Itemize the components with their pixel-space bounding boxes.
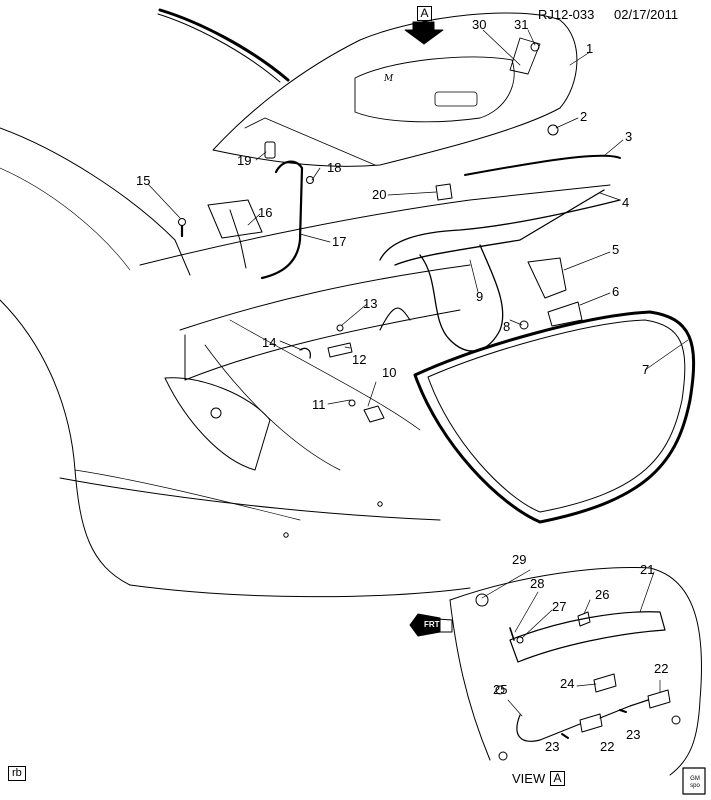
bracket-10 — [363, 405, 385, 423]
rear-quarter-contour — [0, 299, 131, 586]
callout-7: 7 — [642, 362, 650, 377]
callout-13: 13 — [363, 296, 378, 311]
callout-20: 20 — [372, 187, 387, 202]
callout-28: 28 — [530, 576, 545, 591]
callout-30: 30 — [472, 17, 487, 32]
callout-31: 31 — [514, 17, 529, 32]
weatherstrip-7 — [413, 310, 696, 524]
switch-20 — [435, 183, 453, 201]
callout-4: 4 — [622, 195, 630, 210]
bumper-19 — [264, 141, 276, 159]
opening-upper — [139, 184, 611, 266]
gm-emblem-text: GM spo — [690, 776, 700, 789]
callout-26: 26 — [595, 587, 610, 602]
callout-19: 19 — [237, 153, 252, 168]
callout-11: 11 — [312, 397, 326, 412]
clip-26 — [577, 611, 591, 627]
view-a-arrow — [404, 21, 444, 45]
callout-5: 5 — [612, 242, 620, 257]
callout-23b: 23 — [626, 727, 641, 742]
rod-4 — [379, 199, 621, 261]
screw-8 — [519, 320, 529, 330]
callout-16: 16 — [258, 205, 273, 220]
callout-1: 1 — [586, 41, 594, 56]
callout-27: 27 — [552, 599, 567, 614]
clip-13 — [336, 324, 344, 332]
rod-3 — [464, 154, 621, 176]
callout-15: 15 — [136, 173, 151, 188]
callout-10: 10 — [382, 365, 397, 380]
callout-18: 18 — [327, 160, 342, 175]
lamp-24 — [593, 673, 617, 693]
gm-emblem — [682, 767, 706, 795]
harness-9 — [419, 244, 504, 352]
callout-8: 8 — [503, 319, 511, 334]
callout-24: 24 — [560, 676, 575, 691]
clip-31 — [530, 42, 540, 52]
callout-21: 21 — [640, 562, 655, 577]
callout-23a: 23 — [545, 739, 560, 754]
corner-tag: rb — [8, 766, 26, 781]
lid-emblem-text: M — [384, 74, 394, 84]
screw-11 — [348, 399, 356, 407]
front-arrow — [409, 613, 441, 637]
bumper-lower — [129, 584, 471, 598]
clip-14 — [299, 347, 312, 359]
callout-6: 6 — [612, 284, 620, 299]
grommet-29 — [475, 593, 489, 607]
chmsl-21 — [509, 611, 666, 663]
drawing-date: 02/17/2011 — [614, 7, 679, 22]
harness-25 — [516, 699, 649, 742]
lid-inner-panel — [354, 56, 515, 123]
lamp-22b — [579, 713, 603, 733]
latch-5 — [527, 257, 567, 299]
nut-18 — [306, 176, 314, 184]
hinge-box-16 — [207, 199, 263, 239]
view-label-text: VIEW — [512, 771, 546, 786]
hinge-arm-17 — [260, 160, 304, 280]
bumper-upper — [59, 477, 441, 521]
latch-12 — [327, 342, 353, 358]
striker-6 — [547, 301, 583, 327]
inset-lid-outline — [449, 566, 702, 776]
screw-28 — [509, 627, 515, 641]
drawing-code: RJ12-033 — [538, 7, 595, 22]
nut-27 — [516, 636, 524, 644]
callout-12: 12 — [352, 352, 367, 367]
lamp-22a — [647, 689, 671, 709]
callout-29: 29 — [512, 552, 527, 567]
view-marker-box: A — [417, 6, 432, 21]
roof-edge — [157, 13, 281, 83]
callout-22a: 22 — [654, 661, 669, 676]
tail-lamp — [164, 377, 271, 471]
front-arrow-label: FRT — [424, 620, 440, 629]
roof-molding — [158, 8, 290, 82]
callout-9: 9 — [476, 289, 484, 304]
callout-25: 25 — [493, 682, 508, 697]
callout-17: 17 — [332, 234, 347, 249]
callout-3: 3 — [625, 129, 633, 144]
callout-22b: 22 — [600, 739, 615, 754]
callout-2: 2 — [580, 109, 588, 124]
callout-14: 14 — [262, 335, 277, 350]
deck-lid-outline — [212, 12, 578, 167]
nut-2 — [547, 124, 559, 136]
view-label-box: A — [550, 771, 565, 786]
body-side-upper — [0, 127, 191, 276]
